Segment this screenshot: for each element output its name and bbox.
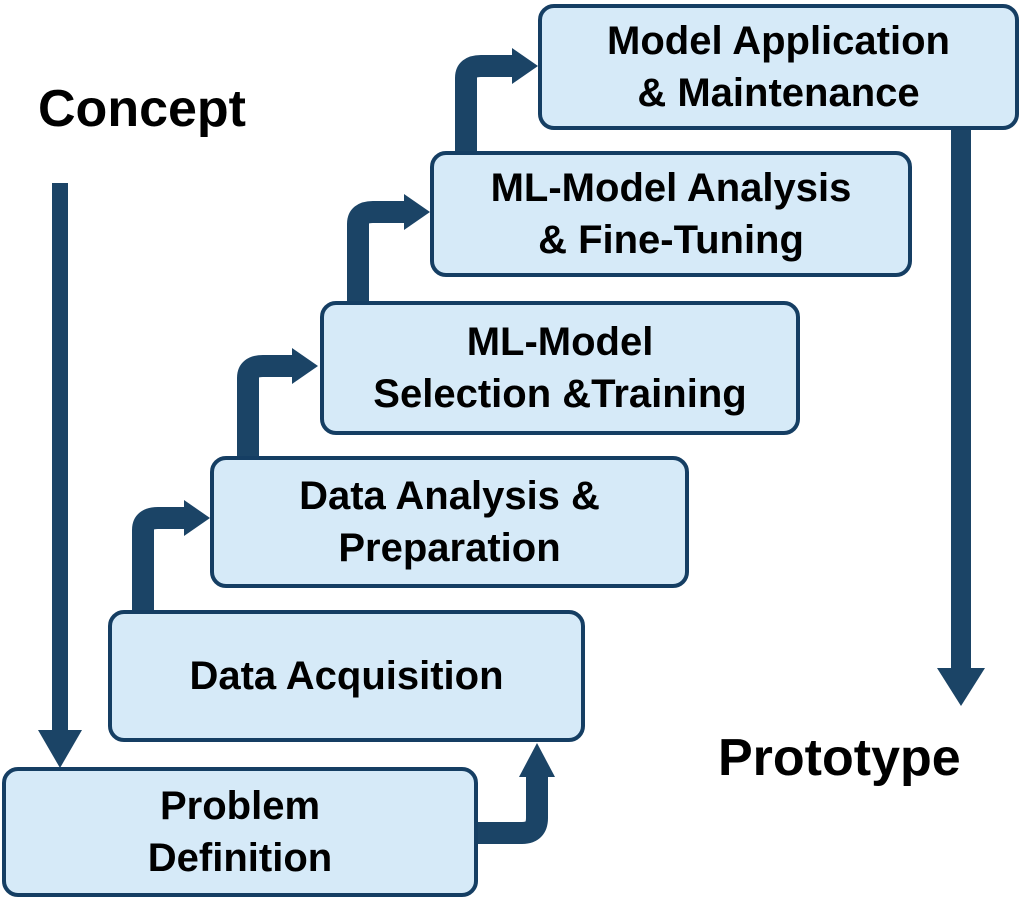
stage-data-analysis-preparation: Data Analysis & Preparation: [210, 456, 689, 588]
stage-label-line: Model Application: [607, 19, 950, 63]
stage-label-line: & Fine-Tuning: [538, 218, 804, 262]
step-arrow-5: [455, 48, 538, 153]
stage-label-line: Preparation: [338, 526, 561, 570]
stage-label-line: Definition: [147, 836, 333, 880]
stage-problem-definition: Problem Definition: [2, 767, 478, 897]
stage-model-application-maintenance: Model Application & Maintenance: [538, 4, 1019, 130]
prototype-down-arrow: [937, 128, 985, 706]
stage-ml-model-analysis-fine-tuning: ML-Model Analysis & Fine-Tuning: [430, 151, 912, 277]
concept-down-arrow: [38, 183, 82, 768]
stage-label-line: Data Analysis &: [299, 474, 600, 518]
stage-ml-model-selection-training: ML-Model Selection &Training: [320, 301, 800, 435]
stage-label-line: ML-Model: [466, 320, 654, 364]
step-arrow-4: [347, 194, 430, 303]
stage-label-line: & Maintenance: [637, 71, 920, 115]
step-arrow-3: [237, 348, 318, 458]
stage-label-line: Data Acquisition: [189, 654, 504, 698]
step-arrow-1: [478, 743, 555, 844]
stage-label-line: Selection &Training: [373, 372, 747, 416]
stage-data-acquisition: Data Acquisition: [108, 610, 585, 742]
stage-label-line: Problem: [159, 784, 321, 828]
prototype-label: Prototype: [718, 729, 961, 787]
step-arrow-2: [132, 500, 210, 612]
stage-label-line: ML-Model Analysis: [490, 166, 852, 210]
concept-label: Concept: [38, 80, 246, 138]
